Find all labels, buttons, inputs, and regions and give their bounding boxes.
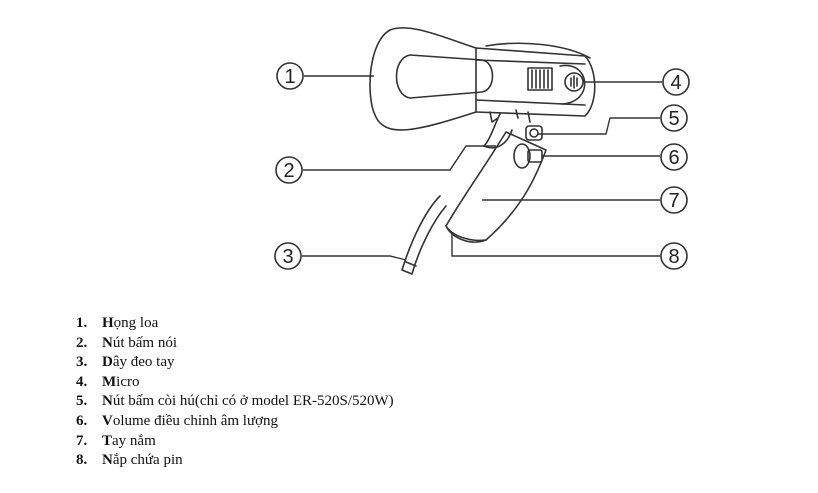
horn-slot	[395, 54, 494, 99]
siren-button	[525, 125, 543, 141]
legend-label: icro	[116, 373, 140, 390]
legend-label: olume điều chỉnh âm lượng	[112, 412, 279, 429]
legend-label: ắp chứa pin	[112, 452, 183, 469]
legend-item-3: 3. Dây đeo tay	[76, 353, 394, 373]
legend-number: 6.	[76, 412, 88, 429]
legend-label: ay nắm	[112, 432, 156, 449]
legend-initial: N	[102, 334, 113, 351]
legend-initial: D	[102, 354, 113, 371]
legend-number: 7.	[76, 432, 88, 449]
legend-number: 1.	[76, 315, 88, 331]
legend-initial: M	[102, 373, 117, 390]
legend-item-4: 4. Micro	[76, 373, 394, 393]
parts-legend: 1. Họng loa 2. Nút bấm nói 3. Dây đeo tay 4…	[76, 314, 394, 471]
speaker-grille	[527, 67, 553, 91]
legend-item-1: 1. Họng loa	[76, 314, 394, 334]
legend-item-5: 5. Nút bấm còi hú(chỉ có ở model ER-520S/…	[76, 392, 394, 412]
legend-number: 2.	[76, 334, 88, 351]
leader-line-3	[302, 255, 407, 261]
legend-initial: H	[102, 315, 114, 331]
legend-label: ọng loa	[113, 315, 159, 331]
legend-number: 4.	[76, 373, 88, 390]
callout-3: 3	[282, 246, 293, 268]
callout-8: 8	[668, 246, 679, 268]
wrist-strap	[401, 195, 447, 275]
megaphone-body	[475, 47, 596, 117]
callout-5: 5	[668, 108, 679, 130]
legend-initial: N	[102, 452, 113, 469]
legend-item-7: 7. Tay nắm	[76, 432, 394, 452]
callout-1: 1	[284, 66, 295, 88]
legend-initial: N	[102, 393, 113, 410]
legend-initial: T	[102, 432, 113, 449]
front-cap	[559, 64, 586, 105]
callout-6: 6	[668, 147, 679, 169]
legend-number: 3.	[76, 354, 88, 371]
legend-number: 8.	[76, 452, 88, 469]
battery-cover	[445, 225, 487, 242]
legend-item-6: 6. Volume điều chỉnh âm lượng	[76, 412, 394, 432]
handle	[445, 131, 547, 243]
legend-label: út bấm nói	[112, 334, 178, 351]
legend-initial: V	[102, 412, 113, 429]
legend-label: út bấm còi hú(chỉ có ở model ER-520S/520…	[112, 393, 394, 410]
legend-item-8: 8. Nắp chứa pin	[76, 451, 394, 471]
leader-line-2	[303, 145, 496, 171]
legend-item-2: 2. Nút bấm nói	[76, 334, 394, 354]
legend-label: ây đeo tay	[112, 354, 175, 371]
megaphone-diagram: 1 2 3 4 5 6 7 8	[274, 27, 690, 275]
callout-2: 2	[283, 160, 294, 182]
leader-line-5	[538, 117, 660, 135]
talk-trigger	[483, 113, 501, 147]
horn-bell	[369, 27, 477, 131]
legend-number: 5.	[76, 393, 88, 410]
volume-knob	[513, 143, 531, 169]
callout-7: 7	[668, 190, 679, 212]
leader-line-8	[451, 232, 660, 257]
callout-4: 4	[670, 72, 681, 94]
